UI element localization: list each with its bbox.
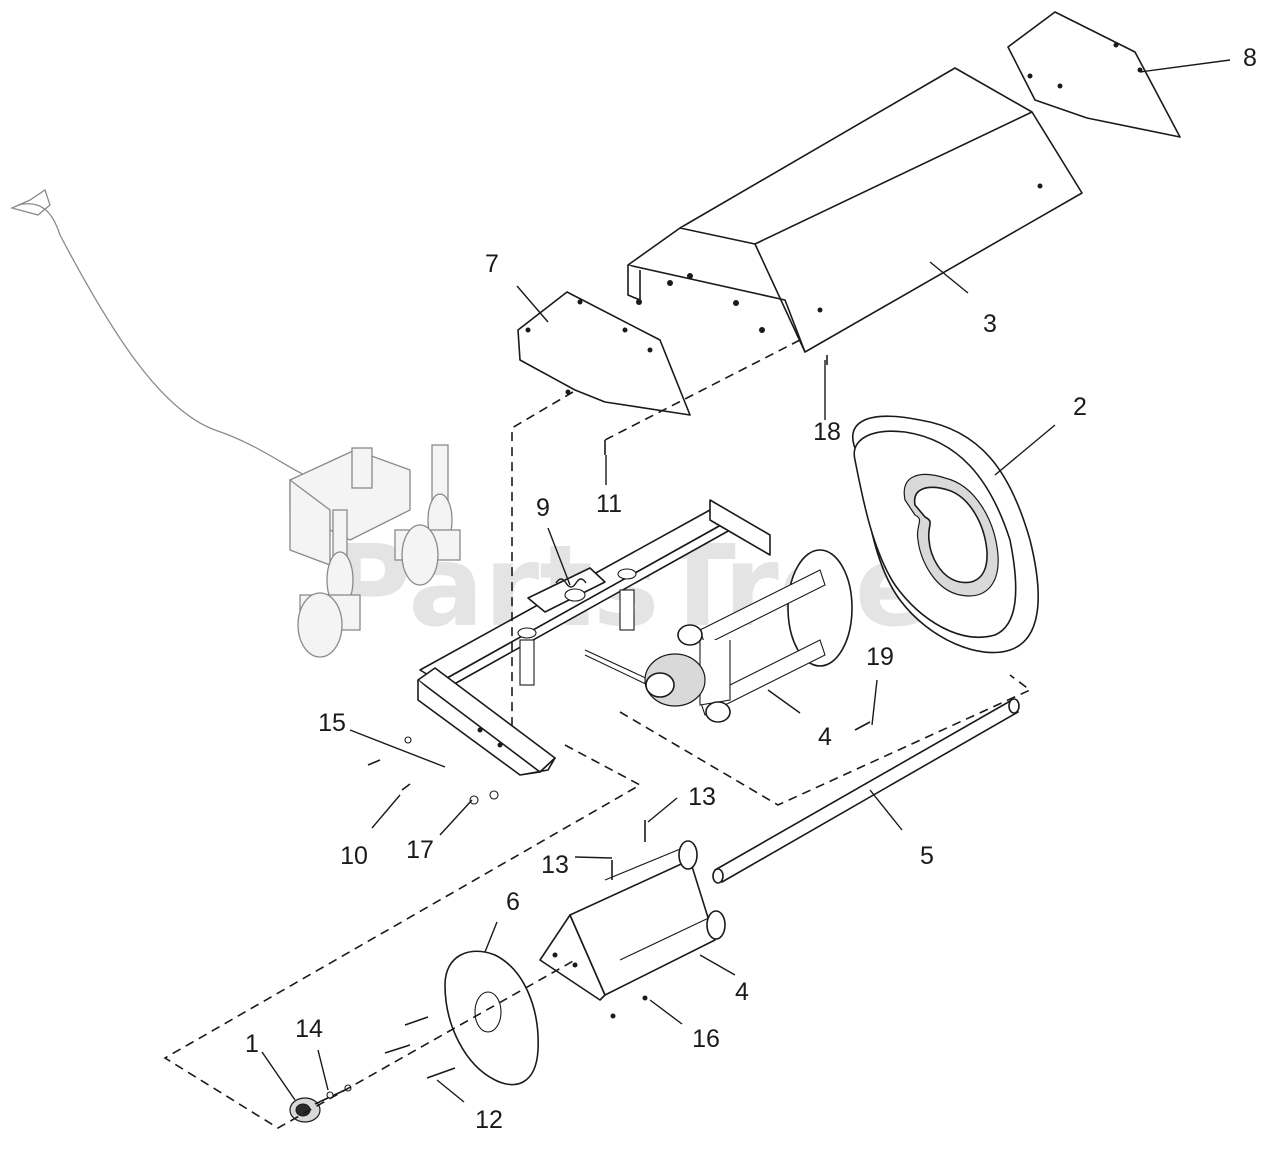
assembly-dashed-lines — [163, 339, 1032, 1129]
callout-8: 8 — [1243, 44, 1257, 72]
part-drive-shaft — [712, 698, 1020, 884]
callout-15: 15 — [318, 709, 346, 737]
callout-4-lower: 4 — [735, 978, 749, 1006]
callout-3: 3 — [983, 310, 997, 338]
callout-7: 7 — [485, 250, 499, 278]
caster-assembly-background — [10, 188, 461, 658]
part-brush-ring — [852, 415, 1039, 654]
callout-5: 5 — [920, 842, 934, 870]
part-end-disc — [444, 950, 539, 1086]
callout-18: 18 — [813, 418, 841, 446]
callout-leader-lines — [261, 59, 1231, 1103]
callout-13-upper: 13 — [688, 783, 716, 811]
callout-16: 16 — [692, 1025, 720, 1053]
part-spring-clip-bracket — [527, 567, 606, 613]
callout-9: 9 — [536, 494, 550, 522]
callout-11: 11 — [596, 490, 622, 518]
callout-labels: 1 2 3 4 4 5 6 7 8 9 10 11 12 13 13 14 15… — [245, 44, 1257, 1134]
callout-17: 17 — [406, 836, 434, 864]
hardware-fasteners — [326, 355, 871, 1099]
callout-13-lower: 13 — [541, 851, 569, 879]
part-end-plate-right — [1007, 11, 1181, 138]
part-brush-core-upper — [584, 549, 853, 723]
callout-12: 12 — [475, 1106, 503, 1134]
callout-19: 19 — [866, 643, 894, 671]
callout-2: 2 — [1073, 393, 1087, 421]
callout-1: 1 — [245, 1030, 259, 1058]
part-end-plate-left — [517, 291, 691, 416]
callout-6: 6 — [506, 888, 520, 916]
callout-14: 14 — [295, 1015, 323, 1043]
part-brush-core-lower — [539, 840, 726, 1001]
callout-4-upper: 4 — [818, 723, 832, 751]
part-hood — [627, 67, 1083, 353]
callout-10: 10 — [340, 842, 368, 870]
